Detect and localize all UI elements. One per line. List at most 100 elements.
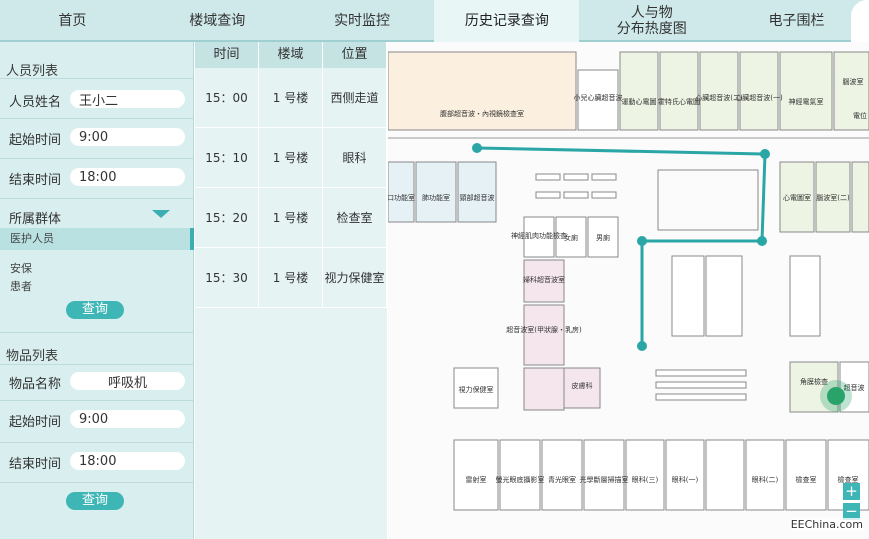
divider (0, 158, 194, 159)
tab-geofence[interactable]: 电子围栏 (768, 13, 825, 29)
seat-row (655, 393, 747, 401)
person-name-input[interactable] (70, 90, 185, 108)
header-building: 楼域 (259, 42, 323, 68)
room (577, 69, 619, 131)
room-label: 心臟超音波(二) (695, 93, 743, 102)
room-label: 皮膚科 (572, 381, 593, 390)
item-start-label: 起始时间 (9, 415, 62, 430)
zoom-out-button[interactable]: − (843, 503, 860, 520)
room (659, 51, 699, 131)
room (815, 161, 851, 233)
header-time: 时间 (195, 42, 259, 68)
table-row[interactable]: 15：30 1 号楼 视力保健室 (195, 248, 387, 308)
room-label: 神經電氣室 (789, 97, 824, 106)
room (457, 161, 497, 223)
room (587, 216, 619, 258)
room-label: 腹部超音波・內視鏡檢查室 (440, 109, 524, 118)
person-query-button[interactable]: 查询 (66, 301, 124, 319)
table-row[interactable]: 15：00 1 号楼 西侧走道 (195, 68, 387, 128)
room-label: 心臟超音波(一) (735, 93, 783, 102)
room (833, 51, 869, 131)
room (779, 161, 815, 233)
tab-building-query[interactable]: 楼域查询 (189, 13, 246, 29)
room (563, 367, 601, 409)
divider (0, 78, 194, 79)
room-label: 眼科(二) (752, 475, 779, 484)
room (499, 439, 541, 511)
room-label: 頸部超音波 (460, 193, 495, 202)
divider (0, 364, 194, 365)
divider (0, 332, 194, 333)
item-query-button[interactable]: 查询 (66, 492, 124, 510)
person-end-input[interactable] (70, 168, 185, 186)
group-label: 所属群体 (9, 212, 62, 227)
room (739, 51, 779, 131)
room (555, 216, 587, 258)
table-row[interactable]: 15：10 1 号楼 眼科 (195, 128, 387, 188)
elevator (671, 255, 705, 337)
room (665, 439, 705, 511)
room (779, 51, 833, 131)
room (625, 439, 665, 511)
person-start-input[interactable] (70, 128, 185, 146)
zoom-in-button[interactable]: + (843, 483, 860, 500)
item-start-input[interactable] (70, 410, 185, 428)
top-nav: 首页 楼域查询 实时监控 历史记录查询 人与物 分布热度图 电子围栏 (0, 0, 869, 42)
seat-row (655, 369, 747, 377)
room (523, 304, 565, 366)
room (785, 439, 827, 511)
wall (657, 169, 759, 231)
tab-home[interactable]: 首页 (58, 13, 87, 29)
tab-history-query[interactable]: 历史记录查询 (434, 0, 580, 42)
location-marker[interactable] (827, 387, 845, 405)
room (523, 367, 565, 411)
room-label: 小兒心臟超音波 (574, 93, 623, 102)
item-name-input[interactable] (70, 372, 185, 390)
person-list-title: 人员列表 (6, 64, 59, 79)
room-label: 超音波室(甲狀腺・乳房) (506, 325, 582, 334)
room (699, 51, 739, 131)
seat-row (563, 191, 589, 199)
trajectory-point[interactable] (472, 143, 482, 153)
trajectory-point[interactable] (637, 341, 647, 351)
tab-realtime-monitor[interactable]: 实时监控 (334, 13, 391, 29)
table-row[interactable]: 15：20 1 号楼 检查室 (195, 188, 387, 248)
cell-location: 西侧走道 (323, 68, 387, 127)
room (541, 439, 583, 511)
tab-heatmap[interactable]: 人与物 分布热度图 (616, 5, 687, 37)
room-label: 視力保健室 (459, 385, 494, 394)
room-label: 運動心電圖 (622, 97, 657, 106)
trajectory-point[interactable] (760, 149, 770, 159)
room-label: 婦科超音波室 (523, 275, 565, 284)
seat-row (535, 191, 561, 199)
group-option-patient[interactable]: 患者 (10, 280, 32, 293)
room (705, 439, 745, 511)
seat-row (591, 173, 617, 181)
item-list-title: 物品列表 (6, 349, 59, 364)
elevator (789, 255, 821, 337)
room-label: 腦波室(二) (816, 193, 850, 202)
trajectory-point[interactable] (757, 236, 767, 246)
person-end-label: 结束时间 (9, 173, 62, 188)
room-label: 女廁 (564, 233, 578, 242)
room-label: 超音波 (844, 383, 865, 392)
room (523, 216, 555, 258)
room-label: 青光眼室 (548, 475, 576, 484)
room (745, 439, 785, 511)
room (523, 259, 565, 303)
room-label: 光學斷層掃描室 (580, 475, 629, 484)
chevron-down-icon[interactable] (152, 210, 170, 218)
cell-location: 眼科 (323, 128, 387, 187)
divider (0, 482, 194, 483)
watermark: EEChina.com (790, 518, 863, 531)
room-label: 口功能室 (388, 193, 415, 202)
room-label: 男廁 (596, 233, 610, 242)
group-option-medical[interactable]: 医护人员 (0, 228, 194, 250)
trajectory-point[interactable] (637, 236, 647, 246)
cell-time: 15：00 (195, 68, 259, 127)
floor-plan-map[interactable]: 腹部超音波・內視鏡檢查室 小兒心臟超音波 運動心電圖 霍特氏心電圖 心臟超音波(… (388, 42, 869, 539)
seat-row (591, 191, 617, 199)
item-end-input[interactable] (70, 452, 185, 470)
cell-time: 15：20 (195, 188, 259, 247)
group-option-security[interactable]: 安保 (10, 262, 32, 275)
